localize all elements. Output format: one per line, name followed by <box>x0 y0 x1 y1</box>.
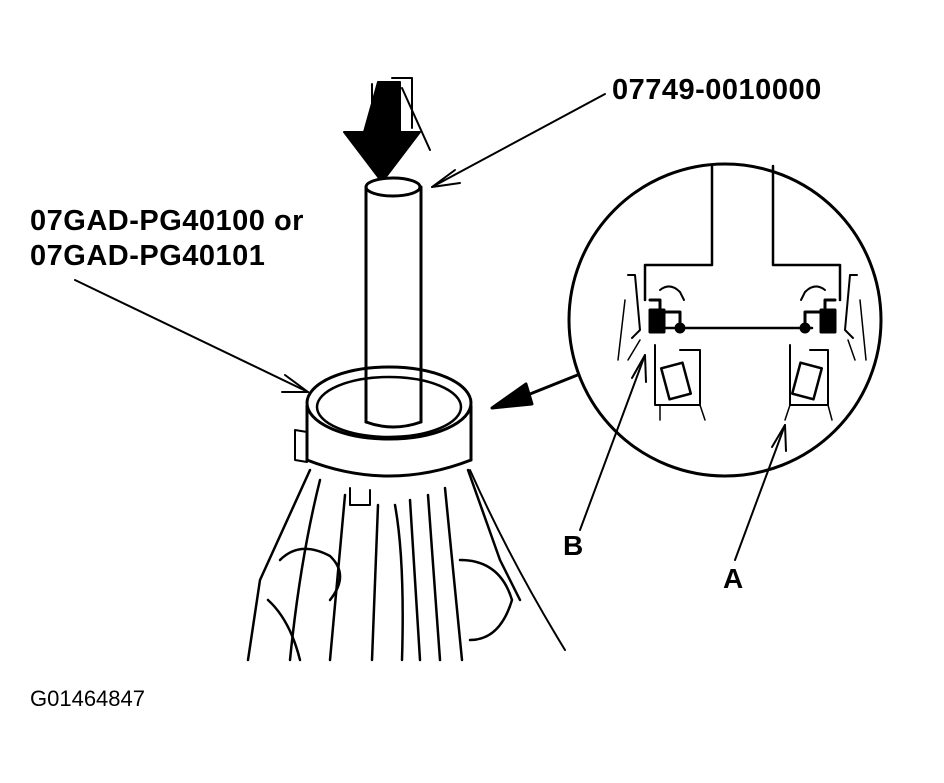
leader-a <box>734 424 786 561</box>
detail-view <box>567 162 883 478</box>
leader-left <box>74 279 309 393</box>
leader-b <box>579 354 646 531</box>
push-arrow-icon <box>343 77 431 183</box>
tool-label-attachment-line2: 07GAD-PG40101 <box>30 240 266 272</box>
transmission-housing <box>246 468 566 662</box>
part-leaders <box>579 354 787 561</box>
leader-top <box>431 93 606 188</box>
tool-label-driver: 07749-0010000 <box>612 74 822 106</box>
leader-lines <box>74 93 606 393</box>
tool-label-attachment-line1: 07GAD-PG40100 or <box>30 205 304 237</box>
attachment-collar <box>294 365 473 506</box>
driver-shaft <box>364 176 423 429</box>
part-label-a: A <box>723 563 744 594</box>
part-label-b: B <box>563 530 584 561</box>
figure-id: G01464847 <box>30 686 145 711</box>
detail-pointer-arrow <box>490 368 592 410</box>
